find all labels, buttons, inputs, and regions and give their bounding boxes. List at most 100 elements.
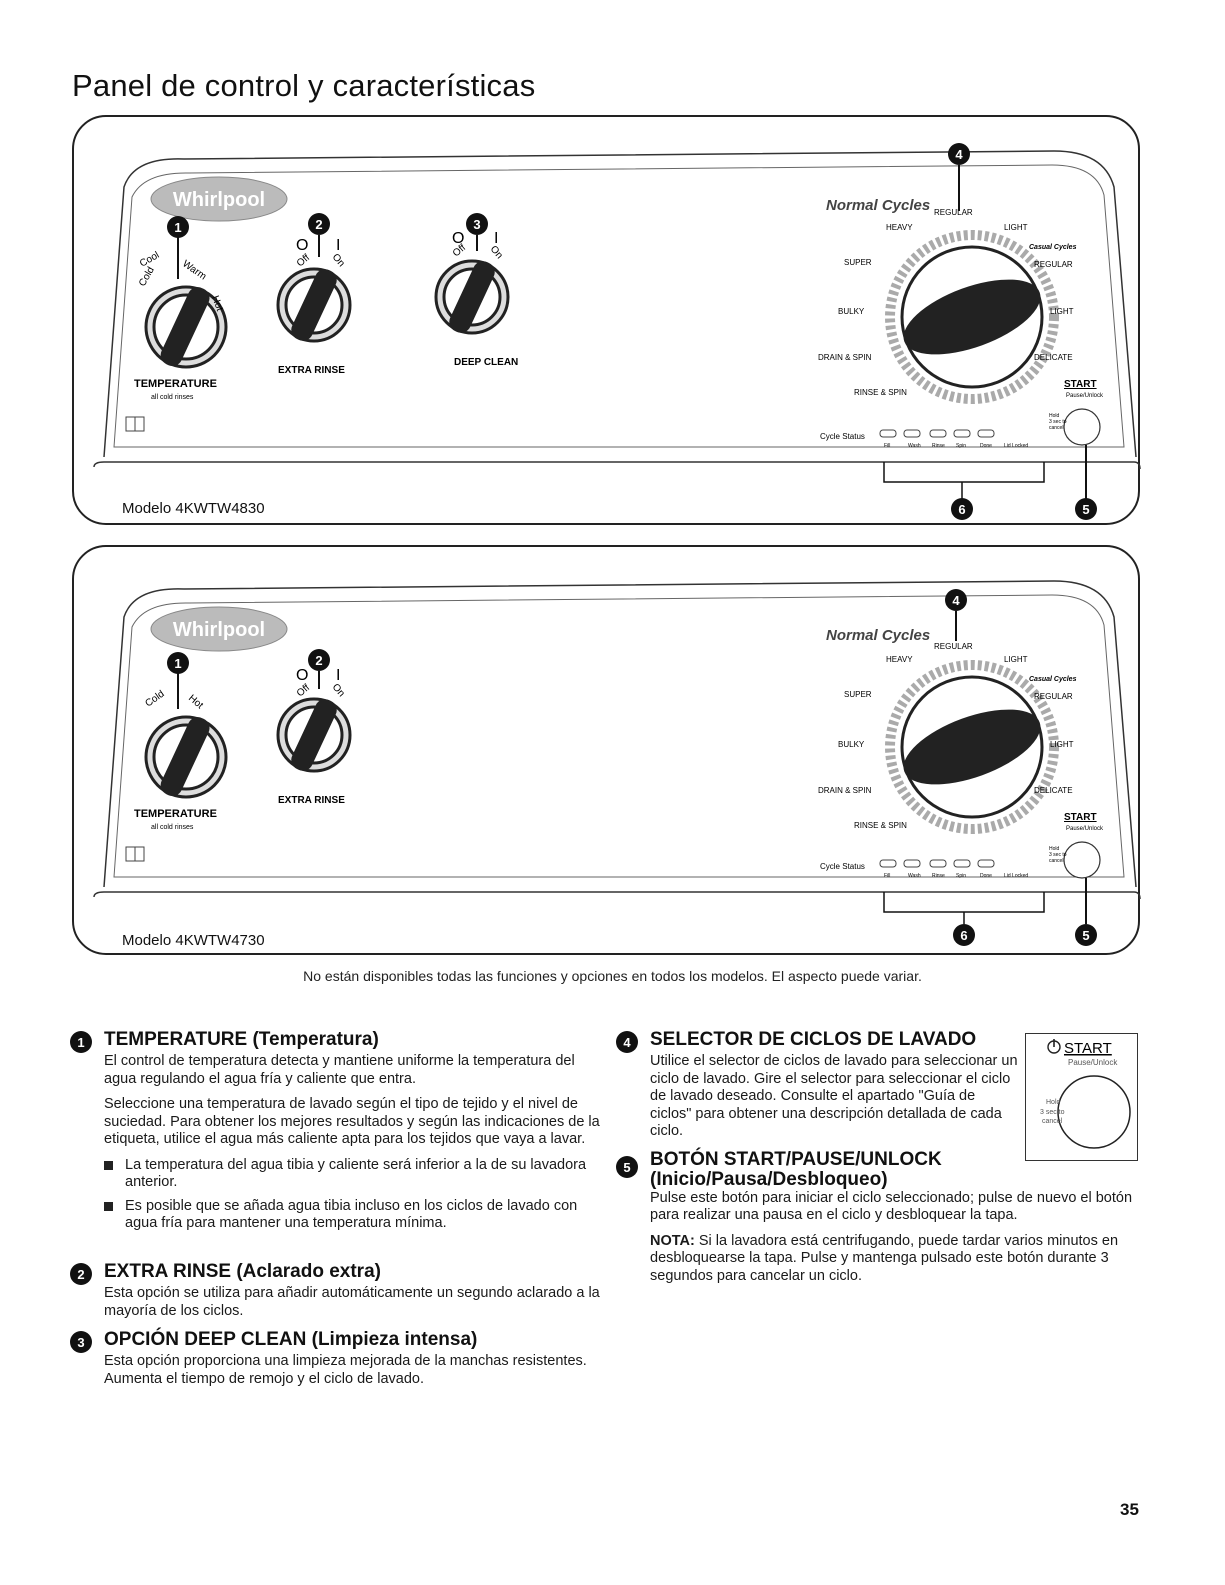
control-panel-illustration: Whirlpool Cold Cool Warm Hot TEMPERATURE…	[93, 143, 1141, 520]
svg-text:DRAIN & SPIN: DRAIN & SPIN	[818, 786, 872, 795]
svg-text:Done: Done	[980, 873, 992, 879]
start-button-illustration: START Pause/Unlock Hold 3 sec to cancel	[1025, 1033, 1138, 1161]
svg-text:Cycle Status: Cycle Status	[820, 862, 865, 871]
control-panel-4830: Whirlpool Cold Cool Warm Hot TEMPERATURE…	[72, 115, 1141, 525]
section-title: EXTRA RINSE (Aclarado extra)	[104, 1261, 381, 1282]
svg-text:Spin: Spin	[956, 443, 966, 449]
start-pause-unlock-button[interactable]	[1063, 841, 1101, 879]
section-title: SELECTOR DE CICLOS DE LAVADO	[650, 1029, 977, 1050]
svg-text:Rinse: Rinse	[932, 873, 945, 879]
callout-1: 1	[167, 652, 189, 709]
svg-text:5: 5	[1082, 928, 1089, 943]
svg-text:Spin: Spin	[956, 873, 966, 879]
callout-6: 6	[883, 462, 1045, 520]
section-paragraph: Pulse este botón para iniciar el ciclo s…	[650, 1189, 1133, 1224]
section-paragraph: Utilice el selector de ciclos de lavado …	[650, 1053, 1018, 1139]
section-paragraph: Esta opción se utiliza para añadir autom…	[104, 1285, 600, 1319]
whirlpool-logo	[150, 176, 288, 222]
svg-text:Normal Cycles: Normal Cycles	[826, 627, 930, 644]
section-number-badge: 5	[616, 1156, 638, 1178]
start-pause-unlock-button[interactable]	[1063, 408, 1101, 446]
model-label-4730: Modelo 4KWTW4730	[122, 932, 265, 949]
svg-text:2: 2	[315, 217, 322, 232]
svg-text:Hot: Hot	[209, 294, 225, 313]
section-number-badge: 3	[70, 1331, 92, 1353]
svg-text:3 sec to: 3 sec to	[1049, 419, 1067, 425]
svg-text:Rinse: Rinse	[932, 443, 945, 449]
section-note: NOTA: Si la lavadora está centrifugando,…	[650, 1232, 1119, 1284]
deep-clean-label: DEEP CLEAN	[454, 357, 518, 368]
extra-rinse-knob[interactable]	[276, 266, 352, 344]
svg-text:BULKY: BULKY	[838, 307, 865, 316]
callout-4: 4	[945, 589, 967, 641]
svg-text:Off: Off	[295, 682, 312, 699]
manual-book-icon	[125, 846, 145, 862]
svg-text:On: On	[330, 252, 347, 269]
section-number-badge: 1	[70, 1031, 92, 1053]
svg-text:Hold: Hold	[1046, 1099, 1061, 1106]
model-label-4830: Modelo 4KWTW4830	[122, 500, 265, 517]
availability-note: No están disponibles todas las funciones…	[303, 968, 922, 984]
start-pause-unlock-button[interactable]	[1057, 1075, 1131, 1149]
cycle-selector-dial[interactable]	[885, 660, 1059, 834]
callout-5: 5	[1075, 445, 1097, 520]
svg-text:Wash: Wash	[908, 443, 921, 449]
svg-text:Cycle Status: Cycle Status	[820, 432, 865, 441]
brand-text: Whirlpool	[173, 189, 265, 211]
svg-text:all cold rinses: all cold rinses	[151, 394, 194, 401]
callout-1: 1	[167, 216, 189, 279]
svg-text:4: 4	[955, 147, 963, 162]
callout-4: 4	[948, 143, 970, 211]
svg-text:Off: Off	[295, 252, 312, 269]
svg-text:LIGHT: LIGHT	[1004, 223, 1028, 232]
svg-text:Lid Locked: Lid Locked	[1004, 873, 1028, 879]
svg-text:Pause/Unlock: Pause/Unlock	[1066, 393, 1104, 399]
svg-text:3 sec to: 3 sec to	[1049, 852, 1067, 858]
callout-2: 2	[308, 213, 330, 257]
svg-text:LIGHT: LIGHT	[1004, 655, 1028, 664]
cycle-status-lights	[879, 429, 995, 438]
svg-text:REGULAR: REGULAR	[934, 642, 973, 651]
callout-6: 6	[883, 892, 1045, 946]
svg-text:LIGHT: LIGHT	[1050, 740, 1074, 749]
svg-text:LIGHT: LIGHT	[1050, 307, 1074, 316]
power-icon	[1047, 1039, 1061, 1054]
extra-rinse-label: EXTRA RINSE	[278, 365, 345, 376]
callout-5: 5	[1075, 878, 1097, 946]
bullet-square-icon	[104, 1201, 113, 1211]
svg-text:O: O	[296, 667, 308, 684]
section-deep-clean: 3 OPCIÓN DEEP CLEAN (Limpieza intensa) E…	[70, 1330, 600, 1396]
cycle-selector-dial[interactable]	[885, 230, 1059, 404]
svg-text:Cold: Cold	[143, 689, 166, 710]
section-temperature: 1 TEMPERATURE (Temperatura) El control d…	[70, 1030, 600, 1239]
svg-text:3 sec to: 3 sec to	[1040, 1109, 1065, 1116]
start-label: START	[1064, 1040, 1112, 1057]
extra-rinse-label: EXTRA RINSE	[278, 795, 345, 806]
svg-text:Done: Done	[980, 443, 992, 449]
svg-text:SUPER: SUPER	[844, 690, 872, 699]
svg-text:1: 1	[174, 656, 181, 671]
page-number: 35	[1120, 1500, 1139, 1519]
start-label: START	[1064, 812, 1097, 823]
temperature-knob[interactable]	[144, 284, 228, 369]
svg-text:REGULAR: REGULAR	[1034, 260, 1073, 269]
svg-text:Hold: Hold	[1049, 413, 1060, 419]
svg-text:Casual Cycles: Casual Cycles	[1029, 244, 1077, 251]
section-title: OPCIÓN DEEP CLEAN (Limpieza intensa)	[104, 1329, 478, 1350]
deep-clean-knob[interactable]	[434, 258, 510, 336]
svg-text:I: I	[336, 237, 340, 254]
section-paragraph: El control de temperatura detecta y mant…	[104, 1053, 575, 1087]
svg-text:Pause/Unlock: Pause/Unlock	[1068, 1058, 1118, 1067]
svg-text:Hold: Hold	[1049, 846, 1060, 852]
svg-text:Wash: Wash	[908, 873, 921, 879]
bullet-item: Es posible que se añada agua tibia inclu…	[104, 1198, 600, 1233]
svg-text:Normal Cycles: Normal Cycles	[826, 197, 930, 214]
control-panel-4730: Whirlpool Cold Hot TEMPERATURE all cold …	[72, 545, 1141, 955]
temperature-knob[interactable]	[144, 714, 228, 799]
cycle-status-lights	[879, 859, 995, 868]
svg-text:cancel: cancel	[1049, 425, 1063, 431]
svg-text:SUPER: SUPER	[844, 258, 872, 267]
extra-rinse-knob[interactable]	[276, 696, 352, 774]
svg-text:On: On	[488, 244, 505, 261]
svg-text:RINSE & SPIN: RINSE & SPIN	[854, 388, 907, 397]
